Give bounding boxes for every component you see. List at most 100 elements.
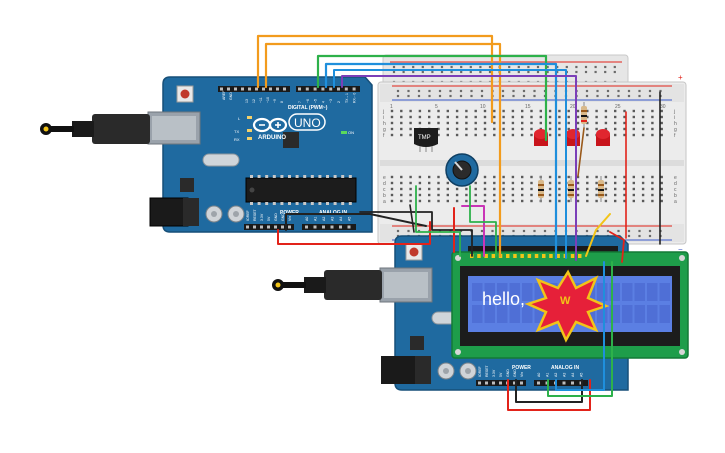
power-pin-label: GND [513,369,517,377]
digital-pin-label: RX←0 [353,93,357,103]
row-letter: f [674,133,676,139]
wire-red-lcd [609,231,625,263]
row-letter: e [674,175,677,181]
analog-pin-label: A3 [563,373,567,377]
power-pin-label: 3.3V [492,369,496,377]
led-tx [247,129,252,132]
resistor-2 [568,176,574,202]
row-letter: h [383,121,386,127]
row-letter: j [673,109,675,115]
analog-pin-label: A1 [314,217,318,221]
analog-header-label-2: ANALOG IN [551,365,579,371]
analog-pin-label: A0 [305,217,309,221]
row-letter: f [383,133,385,139]
column-number: 10 [480,104,486,110]
analog-pin-label: A3 [331,217,335,221]
analog-pin-label: A1 [546,373,550,377]
rail-plus-label: + [678,73,683,82]
analog-header-bottom [534,380,588,386]
splash-char: W [560,295,571,307]
wire-orange-2 [264,42,502,258]
usb-cable-bottom [272,270,382,300]
led-on [341,131,347,134]
wire-green-2 [469,185,497,257]
analog-pin-label: A5 [580,373,584,377]
wire-black-2 [359,211,473,257]
sensor-label: TMP [418,135,431,141]
wire-green-1 [316,54,548,142]
svg-text:ON: ON [348,130,354,135]
digital-pin-label: 8 [280,101,284,103]
wire-green-3 [415,185,461,257]
power-pin-label: IOREF [246,210,250,221]
svg-text:AREF: AREF [222,91,226,100]
regulator-bottom [410,336,424,350]
digital-header-lo [296,86,360,92]
power-pin-label: 3.3V [260,213,264,221]
column-number: 1 [390,104,393,110]
wire-red-1 [277,221,431,245]
row-letter: i [383,115,384,121]
power-pin-label: GND [274,213,278,221]
potentiometer[interactable] [445,153,479,187]
crystal-top [202,153,240,167]
wire-brown-1 [577,127,585,177]
rail-minus-label: − [678,245,683,254]
analog-pin-label: A4 [571,373,575,377]
wire-blue-2 [333,69,567,259]
usb-cable-top [40,114,150,144]
wire-black-1 [285,213,427,231]
digital-pin-label: 4 [321,101,325,103]
analog-header [302,224,356,230]
row-letter: c [383,187,386,193]
power-header-label-2: POWER [512,365,531,371]
digital-header-hi [218,86,290,92]
row-letter: d [383,181,386,187]
wire-black-4 [409,204,415,233]
digital-pin-label: ~6 [306,99,310,103]
digital-header-bottom [468,246,618,252]
digital-pin-label: 2 [337,101,341,103]
led-rx [247,137,252,140]
power-pin-label: Vin [520,372,524,377]
wire-purple-1 [341,75,577,261]
analog-pin-label: A4 [339,217,343,221]
svg-text:GND: GND [229,92,233,100]
resistor-1 [538,176,544,202]
regulator-top [180,178,194,192]
digital-pin-label: ~11 [259,97,263,103]
row-letter: e [383,175,386,181]
analog-pin-label: A5 [348,217,352,221]
row-letter: a [383,199,386,205]
svg-text:RX: RX [234,137,240,142]
row-letter: d [674,181,677,187]
column-number: 25 [615,104,621,110]
power-pin-label: GND [281,213,285,221]
atmega-chip-top [245,177,357,203]
analog-pin-label: A2 [554,373,558,377]
row-letter: g [383,127,386,133]
row-letter: j [382,109,384,115]
column-number: 5 [435,104,438,110]
power-jack-top [149,197,189,227]
power-pin-label: 5V [499,372,503,377]
digital-pin-label: ~9 [273,99,277,103]
led-3 [596,129,610,146]
lcd-text: hello, [482,289,525,309]
column-number: 30 [660,104,666,110]
power-pin-label: 5V [267,216,271,221]
led-1 [534,129,548,146]
row-letter: b [674,193,677,199]
power-pin-label: GND [506,369,510,377]
digital-pin-label: ~3 [329,99,333,103]
led-2 [566,129,580,146]
wires [256,34,661,411]
digital-pin-label: 7 [298,101,302,103]
analog-pin-label: A2 [322,217,326,221]
wire-yellow-1 [585,213,611,257]
power-pin-label: RESET [485,364,489,377]
splash-burst: W [524,269,610,343]
power-jack-bottom [381,356,419,384]
